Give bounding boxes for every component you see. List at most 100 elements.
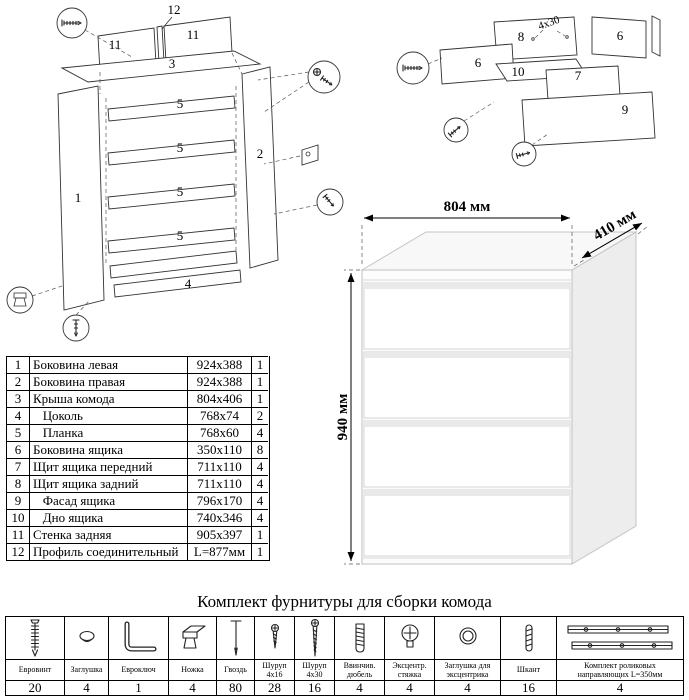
hw-item-name: Комплект роликовых направляющих L=350мм bbox=[557, 659, 683, 680]
part-qty: 1 bbox=[251, 526, 268, 543]
top-panel bbox=[60, 50, 262, 83]
dresser-side-face bbox=[571, 231, 637, 565]
hex-key-icon bbox=[109, 617, 168, 659]
hardware-callout-circle bbox=[307, 60, 341, 94]
part-callout-7: 7 bbox=[575, 68, 582, 83]
wood-dowel-icon bbox=[501, 617, 556, 659]
part-qty: 4 bbox=[251, 475, 268, 492]
hw-item-qty: 4 bbox=[557, 680, 683, 695]
part-qty: 1 bbox=[251, 543, 268, 560]
hw-item-name: Евровинт bbox=[6, 659, 64, 680]
drawer-front-3 bbox=[363, 420, 571, 488]
part-name: Боковина левая bbox=[29, 356, 187, 373]
width-dimension-label: 804 мм bbox=[444, 199, 491, 215]
drawer-facade bbox=[521, 91, 656, 147]
exploded-view-drawer: 8 6 4x30 6 10 7 9 bbox=[396, 14, 661, 167]
part-qty: 1 bbox=[251, 356, 268, 373]
part-callout-5a: 5 bbox=[177, 96, 184, 111]
part-qty: 4 bbox=[251, 458, 268, 475]
part-name: Стенка задняя bbox=[29, 526, 187, 543]
part-name: Щит ящика задний bbox=[29, 475, 187, 492]
plinth-back bbox=[113, 269, 242, 298]
hw-item-shurup-4x30: Шуруп 4x30 16 bbox=[294, 617, 334, 695]
hw-item-ekscentrik: Эксцентр. стяжка 4 bbox=[384, 617, 434, 695]
hw-item-name: Гвоздь bbox=[217, 659, 254, 680]
hw-item-zaglushka-ekscentrika: Заглушка для эксцентрика 4 bbox=[434, 617, 500, 695]
euroscrew-icon bbox=[61, 19, 82, 27]
hw-item-eurovint: Евровинт 20 bbox=[6, 617, 64, 695]
euroscrew-icon bbox=[6, 617, 64, 659]
part-callout-11b: 11 bbox=[187, 27, 200, 42]
part-number: 11 bbox=[6, 526, 29, 543]
part-size: 804x406 bbox=[187, 390, 251, 407]
part-callout-8: 8 bbox=[518, 29, 525, 44]
depth-dimension-arrow bbox=[581, 222, 643, 259]
hw-item-qty: 16 bbox=[501, 680, 556, 695]
drawer-front-1 bbox=[363, 282, 571, 350]
part-number: 8 bbox=[6, 475, 29, 492]
side-panel-left bbox=[57, 85, 105, 311]
part-name: Боковина правая bbox=[29, 373, 187, 390]
part-size: 711x110 bbox=[187, 475, 251, 492]
part-size: 350x110 bbox=[187, 441, 251, 458]
part-name: Профиль соединительный bbox=[29, 543, 187, 560]
hw-item-name: Ввинчив. дюбель bbox=[335, 659, 384, 680]
screw-short-icon bbox=[255, 617, 294, 659]
part-callout-3: 3 bbox=[169, 56, 176, 71]
part-number: 6 bbox=[6, 441, 29, 458]
part-callout-11a: 11 bbox=[109, 37, 122, 52]
hw-item-qty: 4 bbox=[385, 680, 434, 695]
parts-table-row: 6 Боковина ящика 350x110 8 bbox=[6, 441, 269, 458]
hw-item-name: Заглушка для эксцентрика bbox=[435, 659, 500, 680]
part-size: L=877мм bbox=[187, 543, 251, 560]
part-callout-6a: 6 bbox=[617, 28, 624, 43]
part-name: Дно ящика bbox=[29, 509, 187, 526]
slat-1 bbox=[107, 95, 236, 122]
slat-2 bbox=[107, 139, 236, 166]
part-callout-4: 4 bbox=[185, 276, 192, 291]
part-size: 924x388 bbox=[187, 373, 251, 390]
hw-item-evroklyuch: Евроключ 1 bbox=[108, 617, 168, 695]
hw-item-name: Евроключ bbox=[109, 659, 168, 680]
part-number: 2 bbox=[6, 373, 29, 390]
part-callout-12: 12 bbox=[168, 2, 181, 17]
part-callout-9: 9 bbox=[622, 102, 629, 117]
hw-item-qty: 4 bbox=[335, 680, 384, 695]
part-name: Боковина ящика bbox=[29, 441, 187, 458]
screw-long-icon bbox=[295, 617, 334, 659]
part-name: Цоколь bbox=[29, 407, 187, 424]
screw-icon bbox=[447, 126, 461, 138]
hw-item-qty: 20 bbox=[6, 680, 64, 695]
parts-table-row: 4 Цоколь 768x74 2 bbox=[6, 407, 269, 424]
part-callout-5d: 5 bbox=[177, 228, 184, 243]
part-callout-1: 1 bbox=[75, 190, 82, 205]
screw-icon bbox=[515, 151, 531, 159]
part-size: 924x388 bbox=[187, 356, 251, 373]
part-callout-6b: 6 bbox=[475, 55, 482, 70]
hardware-kit-title: Комплект фурнитуры для сборки комода bbox=[197, 592, 492, 611]
part-number: 9 bbox=[6, 492, 29, 509]
hw-item-name: Эксцентр. стяжка bbox=[385, 659, 434, 680]
hw-item-name: Заглушка bbox=[65, 659, 108, 680]
part-qty: 4 bbox=[251, 492, 268, 509]
parts-table-row: 9 Фасад ящика 796x170 4 bbox=[6, 492, 269, 509]
plinth-front bbox=[109, 250, 238, 279]
part-qty: 1 bbox=[251, 373, 268, 390]
drawer-side-right bbox=[591, 16, 647, 59]
part-callout-2: 2 bbox=[257, 146, 264, 161]
hw-item-qty: 4 bbox=[435, 680, 500, 695]
part-qty: 4 bbox=[251, 509, 268, 526]
screw-icon bbox=[322, 193, 334, 207]
leg-icon bbox=[13, 292, 27, 307]
hw-item-name: Шкант bbox=[501, 659, 556, 680]
euroscrew-icon bbox=[72, 319, 80, 337]
part-number: 5 bbox=[6, 424, 29, 441]
part-size: 711x110 bbox=[187, 458, 251, 475]
hw-item-nozhka: Ножка 4 bbox=[168, 617, 216, 695]
hw-item-shkant: Шкант 16 bbox=[500, 617, 556, 695]
hw-item-qty: 4 bbox=[169, 680, 216, 695]
leg-icon bbox=[169, 617, 216, 659]
part-name: Крыша комода bbox=[29, 390, 187, 407]
hw-item-name: Ножка bbox=[169, 659, 216, 680]
hw-item-zaglushka: Заглушка 4 bbox=[64, 617, 108, 695]
